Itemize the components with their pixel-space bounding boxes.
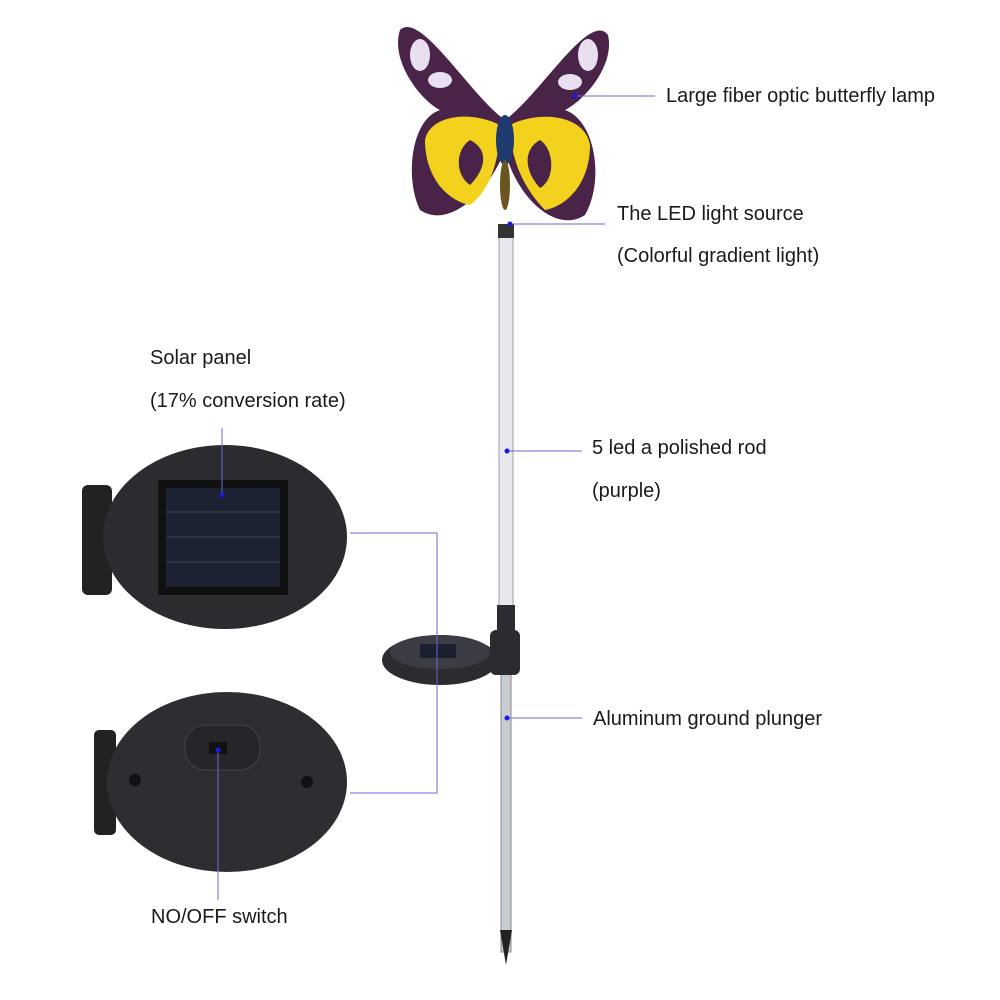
solar-panel-front	[82, 445, 347, 629]
plunger-label: Aluminum ground plunger	[593, 708, 823, 730]
polished-rod	[497, 224, 515, 965]
solar-panel-back	[94, 692, 347, 872]
rod-label: 5 led a polished rod	[592, 437, 767, 459]
butterfly-label: Large fiber optic butterfly lamp	[666, 85, 936, 107]
switch-label: NO/OFF switch	[151, 906, 288, 928]
leader-lines	[217, 95, 655, 900]
led-source-sublabel: (Colorful gradient light)	[617, 245, 820, 267]
rod-sublabel: (purple)	[592, 480, 661, 502]
led-source-label: The LED light source	[617, 203, 804, 225]
butterfly-lamp	[398, 26, 610, 221]
solar-panel-label: Solar panel	[150, 347, 252, 369]
solar-panel-sublabel: (17% conversion rate)	[150, 390, 346, 412]
leader-dots	[215, 93, 578, 753]
mounted-solar-unit	[382, 630, 520, 685]
